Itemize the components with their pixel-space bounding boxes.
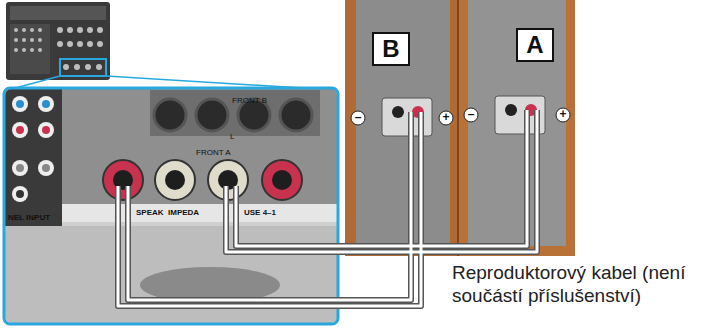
polarity-sign: – xyxy=(355,111,362,124)
polarity-sign: + xyxy=(442,111,449,124)
speaker-letter: A xyxy=(526,33,543,57)
speaker-tag: A xyxy=(516,28,554,62)
speaker-b xyxy=(345,0,458,256)
channel-label: L xyxy=(230,133,234,142)
panel-label: SPEAK xyxy=(136,209,164,218)
front-a-terminals xyxy=(103,160,302,200)
panel-label: USE 4–1 xyxy=(244,209,276,218)
panel-label: IMPEDA xyxy=(168,209,199,218)
terminal-inset xyxy=(5,89,337,323)
terminal-label: FRONT B xyxy=(232,97,267,106)
polarity-sign: + xyxy=(559,108,566,121)
polarity-sign: – xyxy=(468,108,475,121)
speaker-a xyxy=(458,0,575,256)
terminal-label: FRONT A xyxy=(196,149,231,158)
receiver-thumbnail xyxy=(6,2,336,90)
panel-label: NEL INPUT xyxy=(8,214,50,223)
speaker-tag: B xyxy=(372,32,410,66)
speaker-letter: B xyxy=(382,37,399,61)
cable-caption: Reproduktorový kabel (není součástí přís… xyxy=(452,262,710,308)
